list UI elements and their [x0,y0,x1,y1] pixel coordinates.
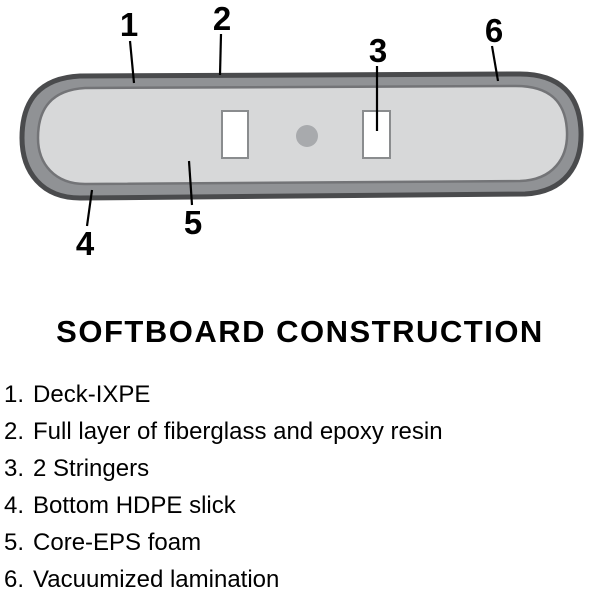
board-cross-section-diagram: 1 2 3 6 4 5 [19,0,584,262]
legend-item-1-number: 1. [4,381,25,408]
callout-number-1: 1 [120,6,138,43]
legend-item-5-number: 5. [4,529,25,556]
legend-item-3: 3. 2 Stringers [4,450,600,487]
legend-item-6-label: Vacuumized lamination [33,566,280,593]
legend-item-5: 5. Core-EPS foam [4,524,600,561]
legend-item-3-label: 2 Stringers [33,455,150,482]
legend-item-2-number: 2. [4,418,25,445]
callout-number-2: 2 [213,0,231,37]
callout-number-6: 6 [485,12,503,49]
legend-item-1: 1. Deck-IXPE [4,376,600,413]
legend-item-3-number: 3. [4,455,25,482]
legend-item-5-label: Core-EPS foam [33,529,202,556]
callout-number-5: 5 [184,204,202,241]
legend-item-2-label: Full layer of fiberglass and epoxy resin [33,418,443,445]
legend-item-6-number: 6. [4,566,25,593]
stringer-left [221,110,249,159]
callout-line-6 [490,45,500,82]
legend-item-1-label: Deck-IXPE [33,381,151,408]
legend-item-4: 4. Bottom HDPE slick [4,487,600,524]
callout-line-5 [187,160,194,206]
callout-line-4 [85,189,94,227]
legend-item-2: 2. Full layer of fiberglass and epoxy res… [4,413,600,450]
legend-item-4-number: 4. [4,492,25,519]
callout-number-4: 4 [76,225,95,262]
legend-list: 1. Deck-IXPE 2. Full layer of fiberglass a… [0,376,600,598]
legend-item-4-label: Bottom HDPE slick [33,492,236,519]
center-plug [296,125,318,147]
legend-item-6: 6. Vacuumized lamination [4,561,600,598]
callout-line-1 [128,40,136,84]
callout-number-3: 3 [369,32,387,69]
callout-line-2 [218,33,223,76]
page-title: SOFTBOARD CONSTRUCTION [56,314,544,349]
